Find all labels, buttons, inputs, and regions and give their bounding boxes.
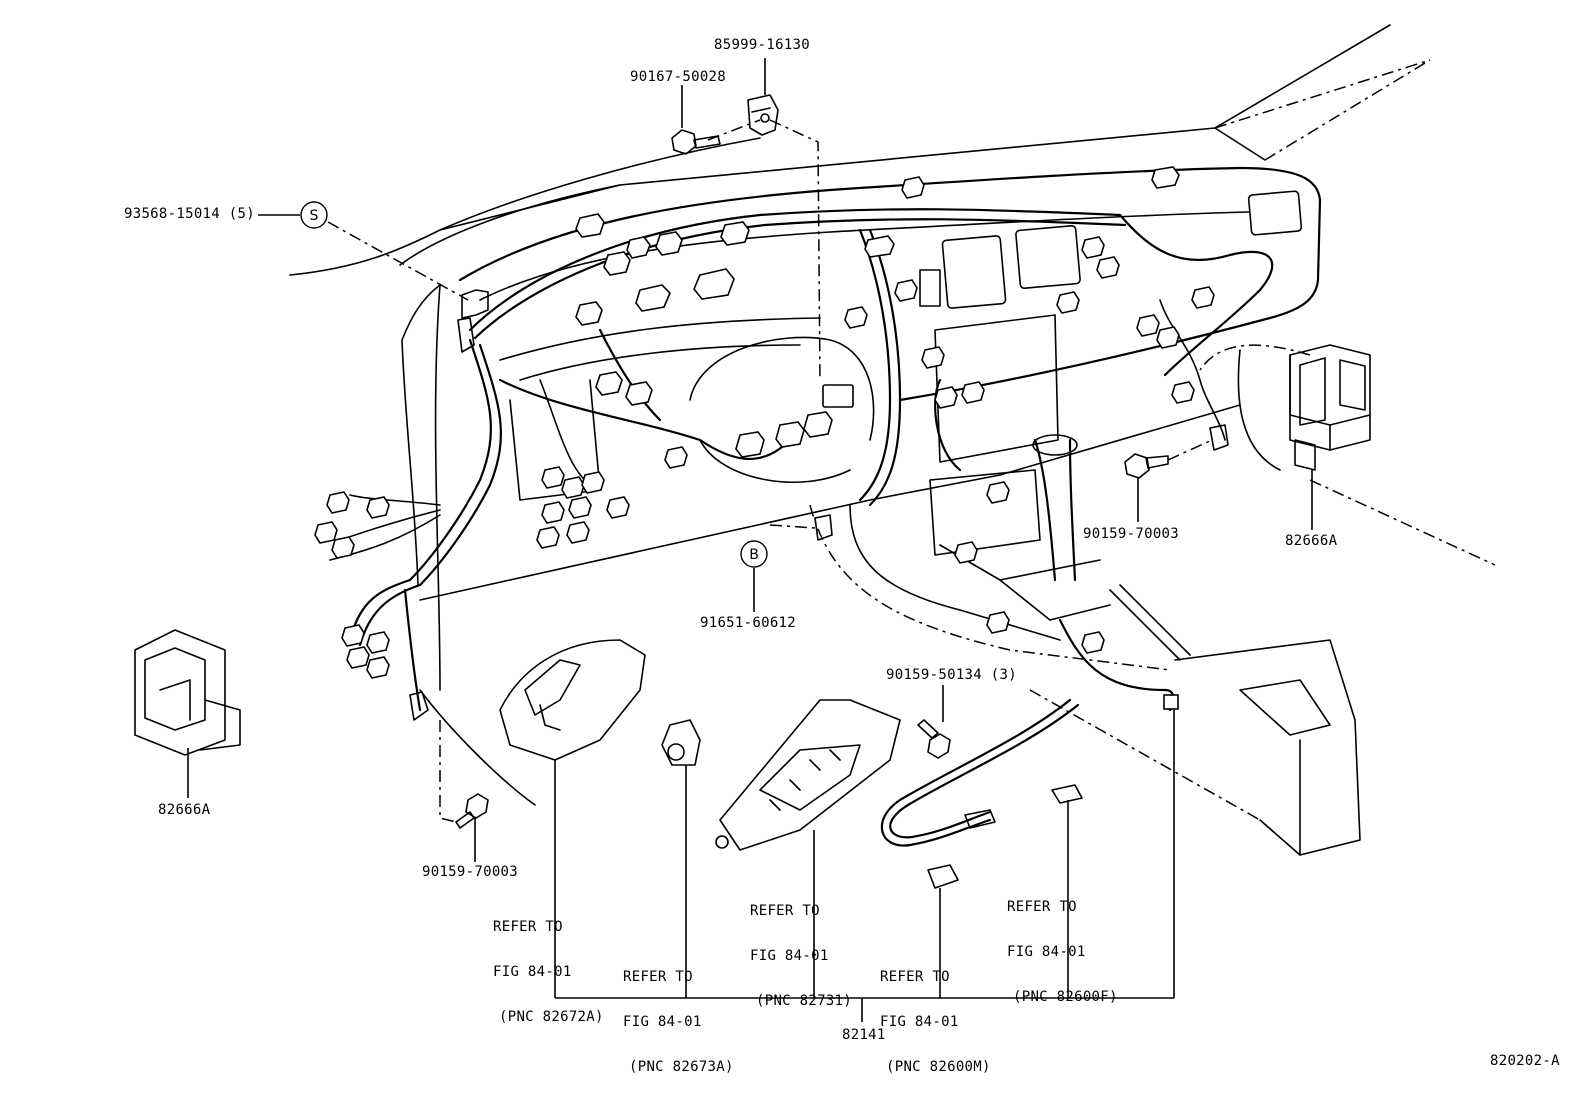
harness-connectors xyxy=(314,166,1215,710)
circle-b-group: B xyxy=(740,540,768,568)
refer-note-82672a: REFER TO FIG 84-01 (PNC 82672A) xyxy=(493,890,604,1040)
bracket-85999-16130-part xyxy=(747,94,779,136)
refer-note-line: (PNC 82600F) xyxy=(1013,989,1118,1005)
refer-note-line: REFER TO xyxy=(493,919,563,935)
label-82141: 82141 xyxy=(842,1027,886,1043)
refer-note-line: (PNC 82673A) xyxy=(629,1059,734,1075)
refer-note-line: FIG 84-01 xyxy=(880,1014,959,1030)
label-90159-50134: 90159-50134 (3) xyxy=(886,667,1017,683)
refer-note-82731: REFER TO FIG 84-01 (PNC 82731) xyxy=(750,874,852,1024)
refer-note-82673a: REFER TO FIG 84-01 (PNC 82673A) xyxy=(623,940,734,1090)
refer-note-line: (PNC 82600M) xyxy=(886,1059,991,1075)
label-82666a-right: 82666A xyxy=(1285,533,1338,549)
brackets xyxy=(409,289,1229,721)
label-90167-50028: 90167-50028 xyxy=(630,69,727,85)
fuse-block-82731-part xyxy=(715,699,901,851)
label-91651-60612: 91651-60612 xyxy=(700,615,797,631)
refer-note-line: (PNC 82672A) xyxy=(499,1009,604,1025)
refer-note-line: FIG 84-01 xyxy=(750,948,829,964)
bolt-90159-70003-left-part xyxy=(455,793,489,829)
circle-s-group: S xyxy=(300,201,328,229)
bolt-90167-50028-part xyxy=(671,129,721,155)
refer-note-line: REFER TO xyxy=(750,903,820,919)
label-82666a-left: 82666A xyxy=(158,802,211,818)
locator-dashes xyxy=(327,119,1311,823)
relay-box-82666a-left-part xyxy=(134,629,241,756)
refer-note-line: FIG 84-01 xyxy=(1007,944,1086,960)
circle-s-marker xyxy=(300,201,328,229)
clip-82673a-part xyxy=(661,719,701,766)
circle-s-label: S xyxy=(310,208,319,224)
label-85999-16130: 85999-16130 xyxy=(714,37,811,53)
refer-note-line: (PNC 82731) xyxy=(756,993,853,1009)
bolt-90159-70003-right-part xyxy=(1124,453,1169,479)
bolt-90159-50134-part xyxy=(917,719,951,759)
refer-note-line: FIG 84-01 xyxy=(493,964,572,980)
circle-b-label: B xyxy=(749,547,759,563)
refer-note-82600m: REFER TO FIG 84-01 (PNC 82600M) xyxy=(880,940,991,1090)
circle-b-marker xyxy=(740,540,768,568)
diagram-id: 820202-A xyxy=(1490,1053,1560,1069)
refer-note-line: FIG 84-01 xyxy=(623,1014,702,1030)
vehicle-body-outline xyxy=(289,24,1496,806)
connector-82600f-part xyxy=(1051,784,1083,804)
connector-82600m-part xyxy=(927,809,996,889)
refer-note-line: REFER TO xyxy=(1007,899,1077,915)
junction-82672a-part xyxy=(499,639,646,761)
label-90159-70003-right: 90159-70003 xyxy=(1083,526,1180,542)
refer-note-82600f: REFER TO FIG 84-01 (PNC 82600F) xyxy=(1007,870,1118,1020)
leader-lines xyxy=(187,58,1313,1022)
label-90159-70003-left: 90159-70003 xyxy=(422,864,519,880)
refer-note-line: REFER TO xyxy=(880,969,950,985)
label-93568-15014: 93568-15014 (5) xyxy=(124,206,255,222)
relay-box-82666a-right-part xyxy=(1289,344,1371,471)
refer-note-line: REFER TO xyxy=(623,969,693,985)
